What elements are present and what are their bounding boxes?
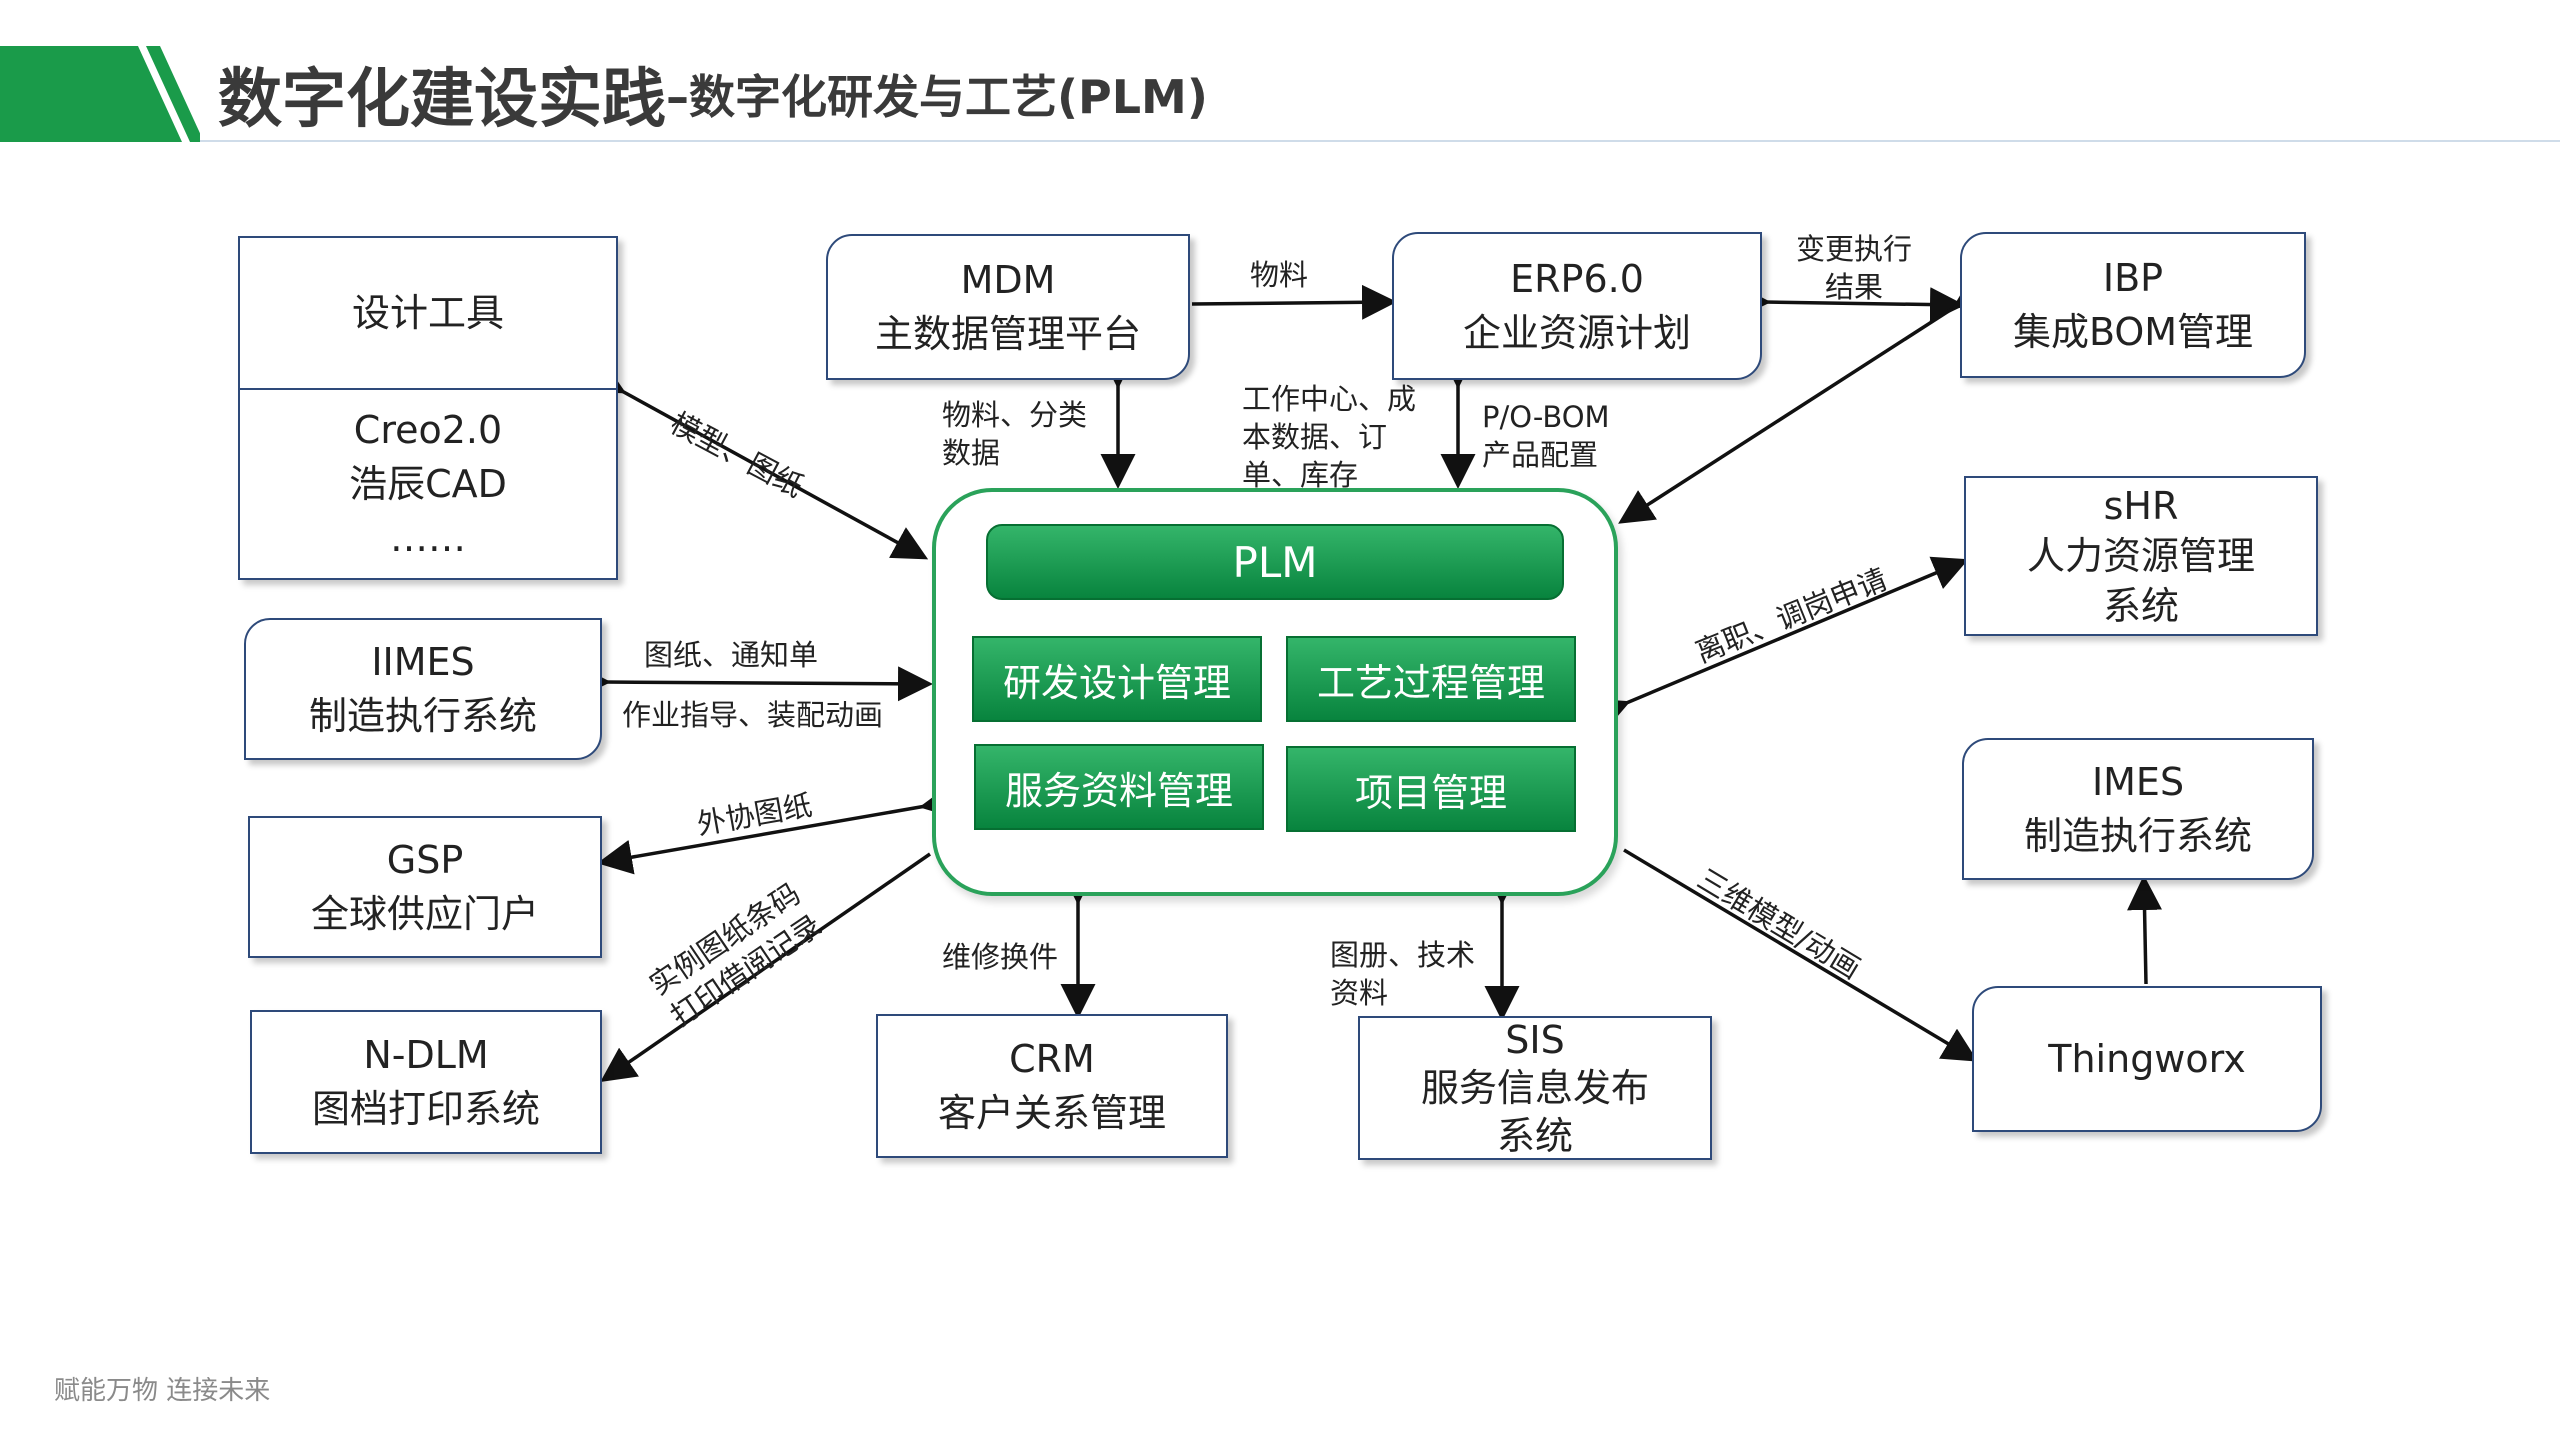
plm-module-project[interactable]: 项目管理 xyxy=(1286,746,1576,832)
shr-box[interactable]: sHR 人力资源管理 系统 xyxy=(1964,476,2318,636)
link-label-line: 数据 xyxy=(942,436,1001,470)
link-label-mdm-erp: 物料 xyxy=(1250,258,1309,292)
ndlm-line: N-DLM xyxy=(363,1033,489,1077)
sis-line: 系统 xyxy=(1496,1114,1573,1158)
mdm-line: 主数据管理平台 xyxy=(874,312,1141,356)
arrow-plm-ndlm xyxy=(600,852,931,1082)
ibp-line: 集成BOM管理 xyxy=(2012,310,2254,354)
mdm-box[interactable]: MDM 主数据管理平台 xyxy=(826,234,1190,380)
title-main: 数字化建设实践 xyxy=(218,63,666,137)
plm-module-rd-design[interactable]: 研发设计管理 xyxy=(972,636,1262,722)
imes-box[interactable]: IMES 制造执行系统 xyxy=(1962,738,2314,880)
arrow-plm-shr xyxy=(1591,556,1969,731)
mdm-line: MDM xyxy=(960,258,1056,302)
arrow-design-plm xyxy=(587,361,929,560)
iimes-line: 制造执行系统 xyxy=(308,694,537,738)
plm-module-process[interactable]: 工艺过程管理 xyxy=(1286,636,1576,722)
title-sub: –数字化研发与工艺(PLM) xyxy=(666,70,1208,124)
crm-box[interactable]: CRM 客户关系管理 xyxy=(876,1014,1228,1158)
gsp-line: GSP xyxy=(386,838,464,882)
erp-line: 企业资源计划 xyxy=(1462,311,1691,355)
link-label-erp-plm-left: 工作中心、成 本数据、订 单、库存 xyxy=(1242,380,1416,494)
imes-line: 制造执行系统 xyxy=(2023,814,2252,858)
link-label-line: 结果 xyxy=(1825,270,1884,304)
plm-module-service-docs[interactable]: 服务资料管理 xyxy=(974,744,1264,830)
arrow-plm-thingworx xyxy=(1623,848,1979,1062)
erp-line: ERP6.0 xyxy=(1510,257,1644,301)
link-label-sis: 图册、技术 资料 xyxy=(1330,936,1475,1012)
arrow-mdm-erp xyxy=(1191,284,1397,320)
link-label-line: 物料、分类 xyxy=(942,398,1088,432)
ndlm-box[interactable]: N-DLM 图档打印系统 xyxy=(250,1010,602,1154)
title-accent-band xyxy=(0,46,200,142)
thingworx-line: Thingworx xyxy=(2048,1037,2246,1081)
thingworx-box[interactable]: Thingworx xyxy=(1972,986,2322,1132)
design-tools-box[interactable]: 设计工具 Creo2.0 浩辰CAD …… xyxy=(238,236,618,580)
ibp-line: IBP xyxy=(2102,256,2164,300)
shr-line: sHR xyxy=(2103,484,2179,528)
link-label-line: 变更执行 xyxy=(1796,232,1913,266)
sis-line: 服务信息发布 xyxy=(1420,1066,1649,1110)
link-label-line: 资料 xyxy=(1330,976,1389,1010)
link-label-iimes-bottom: 作业指导、装配动画 xyxy=(622,698,884,732)
link-label-line: 图册、技术 xyxy=(1330,938,1476,972)
arrow-iimes-plm xyxy=(575,664,933,702)
link-label-line: P/O-BOM xyxy=(1482,400,1610,434)
link-label-erp-plm-right: P/O-BOM 产品配置 xyxy=(1482,398,1610,474)
link-label-line: 工作中心、成 xyxy=(1242,382,1417,416)
footer-slogan: 赋能万物 连接未来 xyxy=(54,1376,271,1406)
design-tools-line: 浩辰CAD xyxy=(349,462,507,506)
link-label-line: 产品配置 xyxy=(1482,438,1599,472)
shr-line: 系统 xyxy=(2102,584,2179,628)
design-tools-line: Creo2.0 xyxy=(353,408,503,452)
ibp-box[interactable]: IBP 集成BOM管理 xyxy=(1960,232,2306,378)
imes-line: IMES xyxy=(2091,760,2185,804)
gsp-line: 全球供应门户 xyxy=(310,892,539,936)
link-label-line: 单、库存 xyxy=(1242,458,1359,492)
sis-box[interactable]: SIS 服务信息发布 系统 xyxy=(1358,1016,1712,1160)
sis-line: SIS xyxy=(1505,1018,1565,1062)
link-label-erp-ibp: 变更执行 结果 xyxy=(1796,230,1912,306)
link-label-crm: 维修换件 xyxy=(942,940,1059,974)
link-label-iimes-top: 图纸、通知单 xyxy=(644,638,819,672)
ndlm-line: 图档打印系统 xyxy=(311,1087,540,1131)
arrow-plm-gsp xyxy=(597,783,957,875)
link-label-line: 本数据、订 xyxy=(1242,420,1388,454)
plm-title-bar[interactable]: PLM xyxy=(986,524,1564,600)
title-divider xyxy=(200,140,2560,142)
gsp-box[interactable]: GSP 全球供应门户 xyxy=(248,816,602,958)
shr-line: 人力资源管理 xyxy=(2026,534,2255,578)
page-title: 数字化建设实践 –数字化研发与工艺(PLM) xyxy=(218,46,1208,142)
arrow-ibp-plm xyxy=(1618,275,1992,524)
design-tools-title: 设计工具 xyxy=(351,291,504,335)
link-label-mdm: 物料、分类 数据 xyxy=(942,396,1087,472)
crm-line: CRM xyxy=(1009,1037,1095,1081)
iimes-line: IIMES xyxy=(371,640,475,684)
design-tools-line: …… xyxy=(390,516,466,560)
erp-box[interactable]: ERP6.0 企业资源计划 xyxy=(1392,232,1762,380)
crm-line: 客户关系管理 xyxy=(937,1091,1166,1135)
iimes-box[interactable]: IIMES 制造执行系统 xyxy=(244,618,602,760)
arrow-thingworx-imes xyxy=(2127,875,2163,985)
